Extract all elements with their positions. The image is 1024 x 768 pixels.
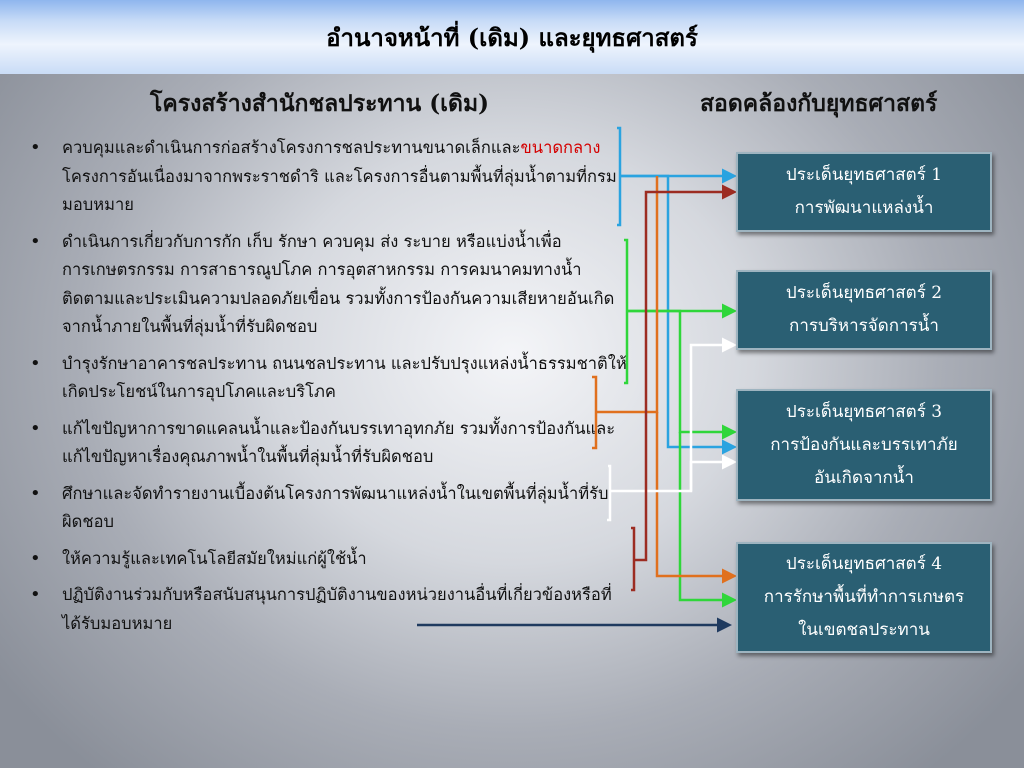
strategy-4-name-cont: ในเขตชลประทาน — [798, 620, 930, 640]
page-title: อำนาจหน้าที่ (เดิม) และยุทธศาสตร์ — [326, 22, 698, 52]
strategy-3-name: การป้องกันและบรรเทาภัย — [770, 434, 958, 455]
connector-duty-2 — [624, 238, 737, 608]
duty-1-text: ควบคุมและดำเนินการก่อสร้างโครงการชลประทา… — [62, 138, 521, 157]
strategy-2-title: ประเด็นยุทธศาสตร์ 2 — [785, 283, 943, 303]
bracket-duty-1 — [617, 126, 622, 227]
duty-7-text: ปฏิบัติงานร่วมกับหรือสนับสนุนการปฏิบัติง… — [62, 585, 612, 633]
arrow-duty2-to-strategy4 — [678, 432, 737, 608]
arrow-duty3-to-strategy4 — [655, 412, 737, 584]
duty-2-text: ดำเนินการเกี่ยวกับการกัก เก็บ รักษา ควบค… — [62, 231, 615, 337]
strategy-3-name-cont: อันเกิดจากน้ำ — [814, 467, 914, 488]
duty-item-5: • ศึกษาและจัดทำรายงานเบื้องต้นโครงการพัฒ… — [28, 480, 628, 537]
duty-3-text: บำรุงรักษาอาคารชลประทาน ถนนชลประทาน และป… — [62, 353, 627, 402]
duty-item-1: • ควบคุมและดำเนินการก่อสร้างโครงการชลประ… — [28, 134, 628, 220]
connector-duty-3 — [592, 176, 737, 584]
arrow-duty5-to-strategy1 — [634, 184, 737, 562]
strategy-2-name: การบริหารจัดการน้ำ — [789, 316, 939, 336]
duty-item-6: • ให้ความรู้และเทคโนโลยีสมัยใหม่แก่ผู้ใช… — [28, 545, 628, 574]
bracket-duty-2 — [624, 238, 629, 385]
strategy-box-4: ประเด็นยุทธศาสตร์ 4 การรักษาพื้นที่ทำการ… — [736, 542, 992, 653]
duty-1-text-rest: โครงการอันเนื่องมาจากพระราชดำริ และโครงก… — [62, 166, 617, 215]
duty-item-2: • ดำเนินการเกี่ยวกับการกัก เก็บ รักษา คว… — [28, 228, 628, 342]
bullet-icon: • — [30, 482, 41, 504]
duty-1-highlight: ขนาดกลาง — [520, 138, 601, 157]
duty-5-text: ศึกษาและจัดทำรายงานเบื้องต้นโครงการพัฒนา… — [62, 483, 609, 532]
bracket-duty-3 — [592, 375, 598, 450]
bullet-icon: • — [30, 137, 41, 158]
duty-item-7: • ปฏิบัติงานร่วมกับหรือสนับสนุนการปฏิบัต… — [28, 581, 628, 638]
strategy-4-title: ประเด็นยุทธศาสตร์ 4 — [785, 554, 943, 574]
strategy-1-title: ประเด็นยุทธศาสตร์ 1 — [785, 165, 943, 185]
bullet-icon: • — [30, 547, 41, 569]
bracket-duty-5 — [631, 526, 636, 592]
duty-4-text: แก้ไขปัญหาการขาดแคลนน้ำและป้องกันบรรเทาอ… — [62, 418, 616, 467]
connector-duty-1 — [617, 126, 737, 455]
right-column-heading: สอดคล้องกับยุทธศาสตร์ — [700, 90, 938, 117]
duty-item-3: • บำรุงรักษาอาคารชลประทาน ถนนชลประทาน แล… — [28, 350, 628, 407]
duty-list: • ควบคุมและดำเนินการก่อสร้างโครงการชลประ… — [28, 134, 628, 646]
bullet-icon: • — [30, 417, 41, 439]
strategy-box-1: ประเด็นยุทธศาสตร์ 1 การพัฒนาแหล่งน้ำ — [736, 152, 992, 232]
arrow-duty2-to-strategy3 — [627, 309, 737, 440]
duty-6-text: ให้ความรู้และเทคโนโลยีสมัยใหม่แก่ผู้ใช้น… — [62, 548, 367, 568]
bullet-icon: • — [30, 352, 41, 374]
title-bar: อำนาจหน้าที่ (เดิม) และยุทธศาสตร์ — [0, 0, 1024, 74]
strategy-box-2: ประเด็นยุทธศาสตร์ 2 การบริหารจัดการน้ำ — [736, 270, 992, 350]
bracket-duty-4 — [607, 464, 612, 522]
left-column-heading: โครงสร้างสำนักชลประทาน (เดิม) — [150, 90, 490, 117]
bullet-icon: • — [30, 584, 41, 605]
connector-duty-5 — [631, 184, 737, 592]
connector-duty-4 — [607, 337, 737, 522]
bullet-icon: • — [30, 230, 41, 252]
strategy-box-3: ประเด็นยุทธศาสตร์ 3 การป้องกันและบรรเทาภ… — [736, 389, 992, 501]
arrow-duty4-to-strategy3 — [689, 454, 737, 491]
strategy-1-name: การพัฒนาแหล่งน้ำ — [794, 198, 934, 218]
arrow-duty4-to-strategy2 — [610, 337, 737, 493]
strategy-3-title: ประเด็นยุทธศาสตร์ 3 — [785, 401, 943, 422]
strategy-4-name: การรักษาพื้นที่ทำการเกษตร — [763, 587, 965, 607]
duty-item-4: • แก้ไขปัญหาการขาดแคลนน้ำและป้องกันบรรเท… — [28, 415, 628, 472]
